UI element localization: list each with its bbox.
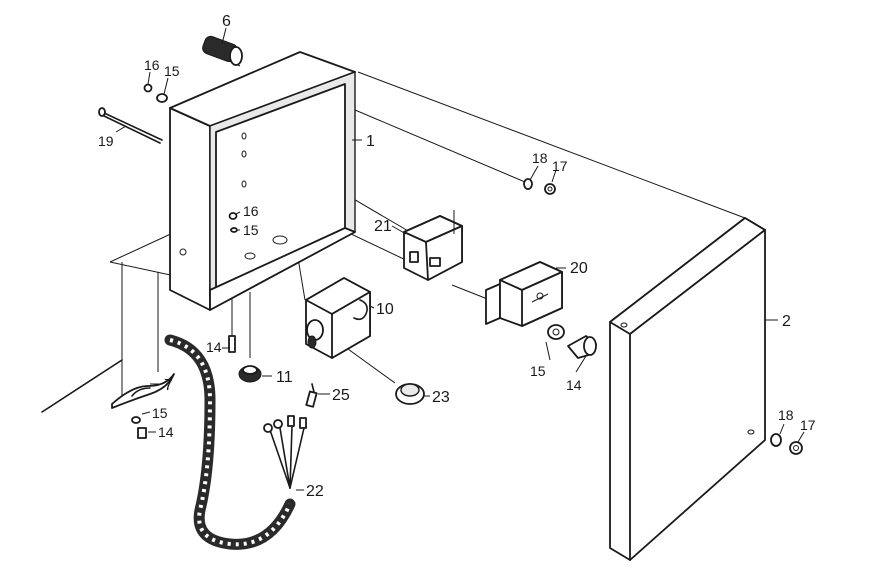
part-10-switch: [305, 277, 371, 359]
part-19-screw-rod: [98, 107, 163, 144]
part-23-cap: [395, 383, 425, 405]
cable-left-stub: [41, 359, 123, 413]
callout-14-under-box: 14: [206, 339, 222, 355]
callout-7: 7: [164, 377, 173, 394]
callout-1: 1: [366, 133, 375, 150]
callout-14-right: 14: [566, 377, 582, 393]
callout-22: 22: [306, 483, 324, 500]
callout-15-top: 15: [164, 63, 180, 79]
part-14-screw-left: [228, 335, 236, 353]
washers-top-left: [143, 83, 168, 103]
part-6-grommet: [202, 35, 243, 66]
callout-11: 11: [276, 369, 293, 386]
callout-23: 23: [432, 389, 450, 406]
callout-10: 10: [376, 301, 394, 318]
callout-25: 25: [332, 387, 350, 404]
callout-6: 6: [222, 13, 231, 30]
callout-15-inside: 15: [243, 222, 259, 238]
callout-labels: 6 16 15 19 1 18 17 16 15 21 20 10 2 14 1…: [98, 13, 816, 500]
part-21-relay: [403, 210, 463, 281]
washers-lower-right: [770, 433, 803, 455]
callout-2: 2: [782, 313, 791, 330]
callout-leaders: [115, 27, 805, 491]
callout-14-bottom-left: 14: [158, 424, 174, 440]
callout-15-bottom-left: 15: [152, 405, 168, 421]
callout-20: 20: [570, 260, 588, 277]
callout-17-lower: 17: [800, 417, 816, 433]
washers-inside-box: [228, 212, 238, 233]
callout-17-upper: 17: [552, 158, 568, 174]
callout-15-right: 15: [530, 363, 546, 379]
part-20-relay-bracket: [485, 261, 563, 327]
part-11-grommet: [238, 365, 262, 383]
part-22-cable-harness: [164, 334, 307, 550]
washer-screw-right: [547, 324, 597, 359]
part-2-cover-panel: [609, 217, 766, 561]
callout-16-inside: 16: [243, 203, 259, 219]
callout-18-lower: 18: [778, 407, 794, 423]
part-7-clamp: [111, 373, 175, 409]
callout-19: 19: [98, 133, 114, 149]
part-1-enclosure-box: [169, 51, 356, 312]
part-25-connector: [305, 383, 318, 408]
washers-upper-right: [523, 178, 556, 195]
callout-16-top: 16: [144, 57, 160, 73]
callout-18-upper: 18: [532, 150, 548, 166]
callout-21: 21: [374, 218, 392, 235]
washer-screw-bottom-left: [131, 416, 147, 439]
